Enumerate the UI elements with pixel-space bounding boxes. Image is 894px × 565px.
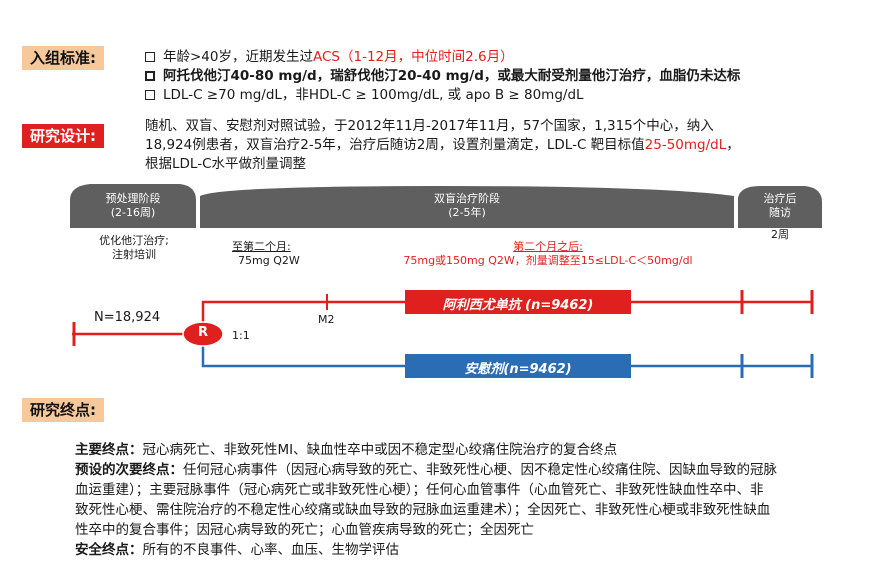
dose-until-m2: 至第二个月: 75mg Q2W: [232, 240, 300, 267]
double-blind-phase-label: 双盲治疗阶段 (2-5年): [434, 192, 500, 219]
placebo-arm-box: [405, 354, 631, 378]
run-in-description: 优化他汀治疗; 注射培训: [99, 234, 169, 261]
allocation-ratio: 1:1: [232, 329, 250, 342]
followup-phase-banner: [738, 186, 822, 228]
design-line-3: 根据LDL-C水平做剂量调整: [145, 156, 306, 172]
criterion-ldl: LDL-C ≥70 mg/dL，非HDL-C ≥ 100mg/dL, 或 apo…: [145, 86, 584, 105]
design-text: 随机、双盲、安慰剂对照试验，于2012年11月-2017年11月，57个国家，1…: [145, 117, 885, 174]
followup-phase-label: 治疗后 随访: [763, 192, 797, 219]
secondary-endpoint-line-4: 性卒中的复合事件；因冠心病导致的死亡；心血管疾病导致的死亡；全因死亡: [75, 522, 534, 538]
double-blind-phase-banner: [200, 186, 734, 228]
randomization-label: R: [197, 325, 208, 340]
criterion-ldl-text: LDL-C ≥70 mg/dL，非HDL-C ≥ 100mg/dL, 或 apo…: [163, 87, 584, 103]
active-arm-box: [405, 290, 631, 314]
design-line-2: 18,924例患者，双盲治疗2-5年，治疗后随访2周，设置剂量滴定，LDL-C …: [145, 137, 740, 153]
checkbox-icon: [145, 52, 155, 62]
endpoints-label: 研究终点:: [22, 398, 104, 422]
secondary-endpoint: 预设的次要终点：任何冠心病事件（因冠心病导致的死亡、非致死性心梗、因不稳定性心绞…: [75, 462, 777, 478]
criterion-age-text: 年龄>40岁，近期发生过: [163, 49, 313, 65]
placebo-arm-label: 安慰剂(n=9462): [464, 362, 572, 377]
secondary-endpoint-line-2: 血运重建）；主要冠脉事件（冠心病死亡或非致死性心梗）；任何心血管事件（心血管死亡…: [75, 482, 764, 498]
endpoints-text: 主要终点：冠心病死亡、非致死性MI、缺血性卒中或因不稳定型心绞痛住院治疗的复合终…: [75, 440, 890, 560]
study-diagram: [70, 184, 822, 378]
criterion-age: 年龄>40岁，近期发生过ACS（1-12月，中位时间2.6月）: [145, 48, 514, 67]
secondary-endpoint-line-3: 致死性心梗、需住院治疗的不稳定性心绞痛或缺血导致的冠脉血运重建术）；全因死亡、非…: [75, 502, 771, 518]
followup-duration: 2周: [771, 228, 789, 241]
enrollment-label: 入组标准:: [22, 46, 104, 70]
randomization-node: [182, 321, 224, 347]
n-total: N=18,924: [94, 310, 161, 325]
run-in-phase-banner: [70, 184, 196, 228]
criterion-acs-text: ACS（1-12月，中位时间2.6月）: [313, 49, 514, 65]
run-in-phase-label: 预处理阶段 (2-16周): [105, 192, 161, 219]
dose-after-m2: 第二个月之后: 75mg或150mg Q2W，剂量调整至15≤LDL-C＜50m…: [403, 240, 693, 267]
m2-label: M2: [318, 313, 335, 326]
criterion-statin: 阿托伐他汀40-80 mg/d，瑞舒伐他汀20-40 mg/d，或最大耐受剂量他…: [145, 67, 740, 86]
active-arm-label: 阿利西尤单抗 (n=9462): [442, 298, 594, 313]
design-label: 研究设计:: [22, 124, 104, 148]
primary-endpoint: 主要终点：冠心病死亡、非致死性MI、缺血性卒中或因不稳定型心绞痛住院治疗的复合终…: [75, 442, 618, 458]
safety-endpoint: 安全终点：所有的不良事件、心率、血压、生物学评估: [75, 542, 399, 558]
checkbox-icon: [145, 71, 155, 81]
checkbox-icon: [145, 90, 155, 100]
design-line-1: 随机、双盲、安慰剂对照试验，于2012年11月-2017年11月，57个国家，1…: [145, 118, 714, 134]
criterion-statin-text: 阿托伐他汀40-80 mg/d，瑞舒伐他汀20-40 mg/d，或最大耐受剂量他…: [163, 68, 741, 84]
